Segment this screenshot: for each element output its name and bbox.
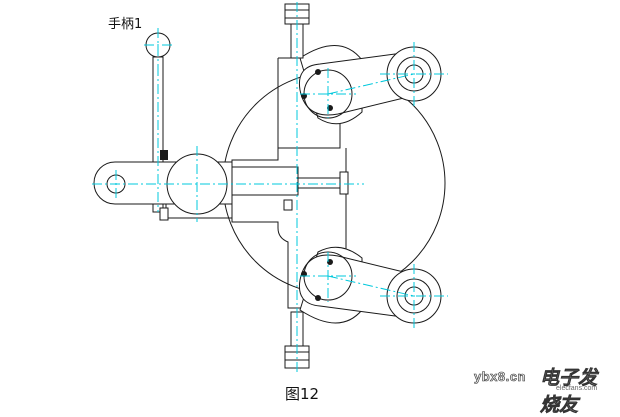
handle-label: 手柄1	[108, 17, 143, 32]
watermark-site: ybx8.cn	[474, 369, 526, 385]
push-rod	[231, 166, 349, 211]
figure-caption: 图12	[285, 385, 320, 403]
nut-lower	[159, 207, 169, 221]
top-screw	[284, 3, 310, 59]
center-lines	[92, 2, 448, 372]
watermark: ybx8.cn 电子发烧友 elecfans.com	[474, 359, 614, 417]
mechanism-drawing	[92, 2, 448, 372]
nut-upper	[160, 150, 168, 160]
watermark-domain: elecfans.com	[556, 385, 598, 392]
housing-body	[231, 57, 347, 309]
